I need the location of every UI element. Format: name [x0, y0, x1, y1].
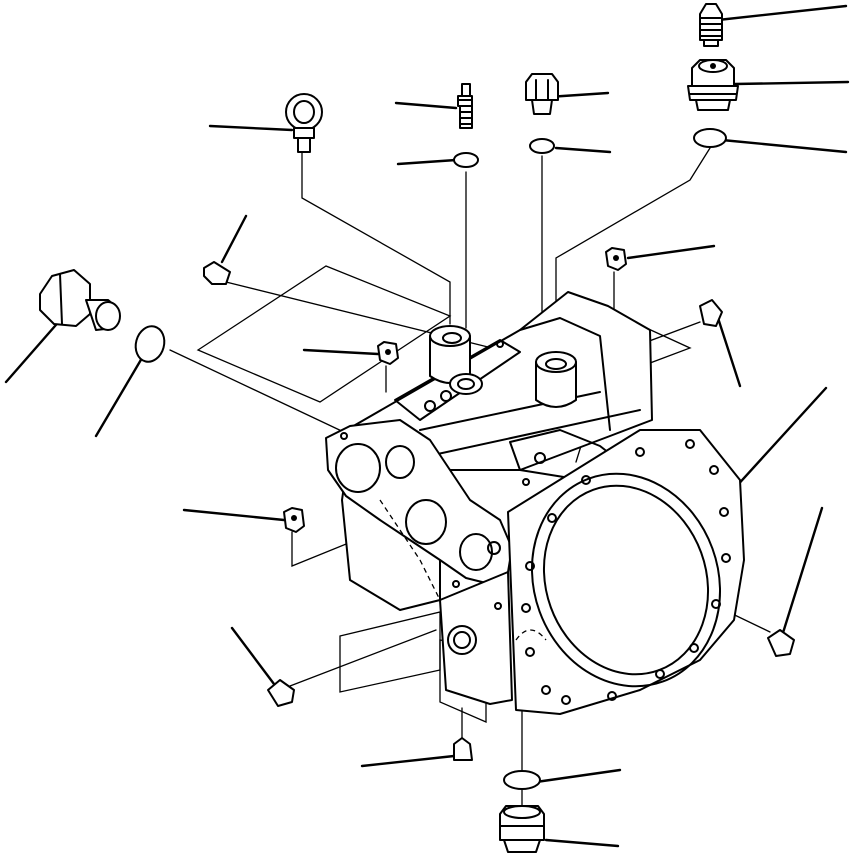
o-ring-left: [134, 325, 166, 363]
flanged-plug-left: [39, 269, 121, 331]
o-ring-top-center: [529, 138, 555, 154]
o-ring-bottom: [503, 770, 541, 790]
bleeder-valve: [457, 83, 473, 129]
grease-nipple-top: [699, 3, 723, 47]
eye-bolt: [285, 93, 323, 153]
hex-plug-top: [525, 73, 559, 115]
pump-case-housing: [325, 291, 745, 715]
o-ring-small-top: [453, 152, 479, 168]
plug-with-collar-top: [687, 59, 739, 111]
leader-lines: [4, 4, 850, 848]
o-ring-top-right: [693, 128, 727, 148]
plug-with-collar-bottom: [499, 805, 545, 853]
small-plug: [203, 247, 795, 761]
face-bolt-holes: [521, 439, 731, 705]
